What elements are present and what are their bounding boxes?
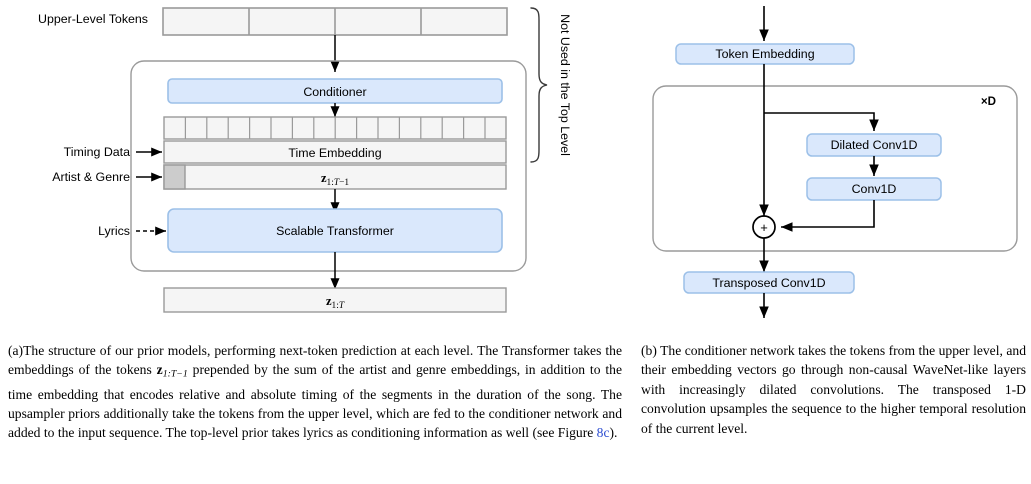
panel-b-diagram: Token Embedding ×D Dilated Conv1D Conv1D… (652, 6, 1018, 319)
branch-to-dilated-conv (764, 112, 879, 132)
sum-node-label: + (760, 220, 768, 235)
upper-level-token-row (162, 7, 508, 36)
block-scalable-transformer-label: Scalable Transformer (276, 224, 394, 238)
label-not-used-in-top-level: Not Used in the Top Level (558, 14, 572, 156)
caption-a-part1: The structure of our prior models, perfo… (8, 343, 622, 378)
caption-b: (b) The conditioner network takes the to… (641, 341, 1026, 438)
block-conditioner-label: Conditioner (303, 85, 366, 99)
caption-a-part2: prepended by the sum of the artist and g… (8, 362, 622, 441)
label-upper-level-tokens: Upper-Level Tokens (38, 12, 148, 26)
block-time-embedding-label: Time Embedding (288, 146, 381, 160)
sum-node: + (752, 215, 776, 239)
caption-a-label: (a) (8, 343, 24, 358)
artist-genre-embedding-cell (163, 164, 186, 190)
block-dilated-conv1d[interactable]: Dilated Conv1D (806, 133, 942, 157)
caption-a-part3: ). (609, 425, 618, 441)
label-lyrics: Lyrics (98, 224, 130, 238)
arrow-conv-to-sum (780, 200, 875, 232)
label-artist-genre: Artist & Genre (52, 170, 130, 184)
wavenet-block-container (652, 85, 1018, 252)
not-used-brace (530, 7, 548, 163)
caption-a-math-z: z (156, 362, 163, 378)
block-time-embedding: Time Embedding (163, 140, 507, 164)
panel-a-diagram: Upper-Level Tokens Conditioner (38, 7, 572, 313)
label-repeat-xd: ×D (981, 95, 996, 108)
prior-model-container (130, 60, 527, 272)
block-dilated-conv1d-label: Dilated Conv1D (831, 138, 918, 152)
block-conditioner[interactable]: Conditioner (167, 78, 503, 104)
block-conv1d-label: Conv1D (852, 182, 897, 196)
caption-a-figure-ref[interactable]: 8c (596, 425, 610, 441)
label-timing-data: Timing Data (64, 145, 130, 159)
embedding-token-grid (163, 116, 507, 140)
block-z-input: z1:T−1 (163, 164, 507, 190)
block-z-output: z1:T (163, 287, 507, 313)
block-transposed-conv1d-label: Transposed Conv1D (712, 276, 825, 290)
caption-b-label: (b) (641, 343, 657, 358)
caption-a: (a)The structure of our prior models, pe… (8, 341, 622, 443)
caption-b-text: The conditioner network takes the tokens… (641, 343, 1026, 436)
block-scalable-transformer[interactable]: Scalable Transformer (167, 208, 503, 253)
block-token-embedding-label: Token Embedding (715, 47, 814, 61)
caption-a-math-sub: 1:T−1 (162, 369, 188, 381)
block-z-input-label: z1:T−1 (321, 171, 349, 188)
block-z-output-label: z1:T (326, 294, 345, 311)
block-conv1d[interactable]: Conv1D (806, 177, 942, 201)
block-token-embedding[interactable]: Token Embedding (675, 43, 855, 65)
block-transposed-conv1d[interactable]: Transposed Conv1D (683, 271, 855, 294)
